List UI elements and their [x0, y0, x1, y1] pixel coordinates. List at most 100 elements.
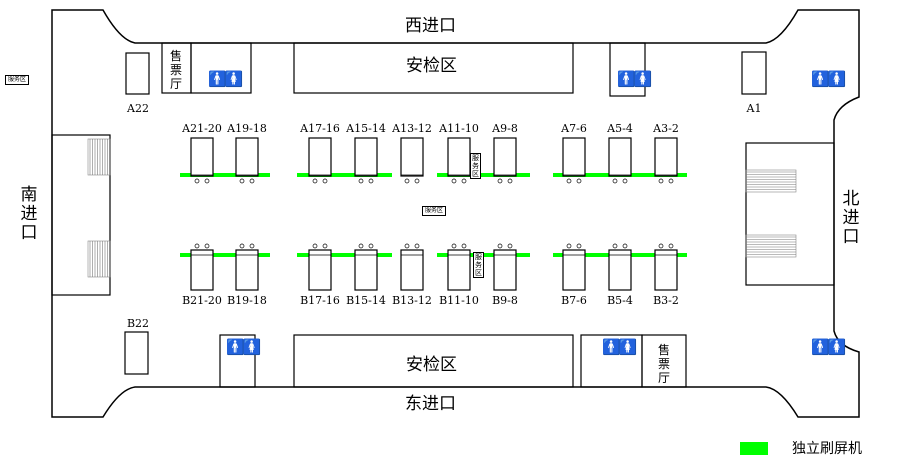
gate-label-bottom: B15-14 — [346, 294, 386, 307]
gate-bottom-box — [654, 249, 678, 291]
escalator-north-upper — [745, 169, 797, 193]
service-box-upper: 服务区 — [470, 153, 481, 179]
gate-bottom-box — [400, 249, 424, 291]
gate-turnstile — [576, 178, 582, 184]
gate-b22-box — [124, 331, 149, 375]
gate-turnstile — [312, 243, 318, 249]
restroom-bottom-left-box — [219, 334, 256, 388]
gate-turnstile — [239, 243, 245, 249]
gate-turnstile — [368, 178, 374, 184]
south-concourse — [51, 134, 111, 296]
gate-top-box — [654, 137, 678, 177]
gate-turnstile — [622, 243, 628, 249]
gate-turnstile — [322, 243, 328, 249]
escalator-north-lower — [745, 234, 797, 258]
gate-label-top: A21-20 — [182, 122, 222, 135]
gate-bottom-box — [447, 249, 471, 291]
west-entrance-label: 西进口 — [405, 16, 456, 36]
security-area-bottom — [293, 334, 574, 388]
gate-turnstile — [507, 243, 513, 249]
east-entrance-label: 东进口 — [405, 394, 456, 414]
legend-label: 独立刷屏机 — [792, 441, 862, 457]
gate-turnstile — [612, 243, 618, 249]
escalator-south-lower — [87, 240, 111, 278]
escalator-south-upper — [87, 138, 111, 176]
gate-label-top: A11-10 — [439, 122, 479, 135]
escalators — [87, 138, 797, 278]
gate-top-box — [493, 137, 517, 177]
security-area-label-top: 安检区 — [406, 56, 457, 76]
gate-label-top: A9-8 — [492, 122, 518, 135]
gate-label-top: A17-16 — [300, 122, 340, 135]
gate-turnstile — [461, 243, 467, 249]
north-concourse — [745, 142, 835, 286]
gate-bottom-box — [608, 249, 632, 291]
gate-turnstile — [204, 243, 210, 249]
gate-label-top: A5-4 — [607, 122, 633, 135]
gate-bottom-box — [493, 249, 517, 291]
gate-label-bottom: B13-12 — [392, 294, 432, 307]
gate-turnstile — [668, 243, 674, 249]
gate-turnstile — [612, 178, 618, 184]
gate-turnstile — [249, 178, 255, 184]
ticket-office-label-bottom: 售票厅 — [657, 343, 670, 385]
restroom-icon: 🚹🚺 — [208, 70, 243, 88]
gate-turnstile — [658, 243, 664, 249]
gate-turnstile — [658, 178, 664, 184]
gate-top-box — [308, 137, 332, 177]
boarding-gates-bottom — [180, 243, 687, 291]
restroom-icon: 🚹🚺 — [226, 338, 261, 356]
gate-turnstile — [507, 178, 513, 184]
gate-label-top: A19-18 — [227, 122, 267, 135]
gate-bottom-box — [354, 249, 378, 291]
gate-turnstile — [358, 178, 364, 184]
gate-label-bottom: B9-8 — [492, 294, 518, 307]
restroom-icon: 🚹🚺 — [811, 70, 846, 88]
gate-turnstile — [497, 243, 503, 249]
gate-label-top: A13-12 — [392, 122, 432, 135]
gate-label-bottom: B19-18 — [227, 294, 267, 307]
gate-label-a1: A1 — [746, 102, 762, 115]
gate-turnstile — [497, 178, 503, 184]
gate-label-a22: A22 — [127, 102, 149, 115]
gate-top-box — [400, 137, 424, 177]
gate-label-bottom: B17-16 — [300, 294, 340, 307]
restroom-icon: 🚹🚺 — [617, 70, 652, 88]
gate-top-box — [235, 137, 259, 177]
gate-label-bottom: B7-6 — [561, 294, 587, 307]
legend-swatch — [740, 442, 768, 455]
gate-label-bottom: B3-2 — [653, 294, 679, 307]
service-area-center: 服务区 — [422, 206, 447, 216]
gate-turnstile — [239, 178, 245, 184]
gate-bottom-box — [308, 249, 332, 291]
gate-bottom-box — [190, 249, 214, 291]
gate-turnstile — [404, 178, 410, 184]
gate-turnstile — [358, 243, 364, 249]
gate-label-top: A7-6 — [561, 122, 587, 135]
gate-turnstile — [414, 178, 420, 184]
gate-turnstile — [404, 243, 410, 249]
gate-turnstile — [566, 178, 572, 184]
gate-label-bottom: B5-4 — [607, 294, 633, 307]
gate-turnstile — [322, 178, 328, 184]
gate-label-bottom: B21-20 — [182, 294, 222, 307]
gate-turnstile — [451, 178, 457, 184]
gate-turnstile — [312, 178, 318, 184]
gate-turnstile — [204, 178, 210, 184]
gate-turnstile — [414, 243, 420, 249]
gate-turnstile — [668, 178, 674, 184]
gate-top-box — [354, 137, 378, 177]
gate-label-top: A3-2 — [653, 122, 679, 135]
restroom-top-left-box — [190, 42, 252, 94]
service-box-lower: 服务区 — [473, 252, 484, 278]
restroom-icon: 🚹🚺 — [602, 338, 637, 356]
ticket-office-label-top: 售票厅 — [169, 49, 182, 91]
gate-turnstile — [622, 178, 628, 184]
service-area-left: 服务区 — [5, 75, 30, 85]
gate-label-b22: B22 — [126, 317, 150, 330]
gate-turnstile — [194, 178, 200, 184]
gate-bottom-box — [562, 249, 586, 291]
gate-top-box — [447, 137, 471, 177]
security-area-label-bottom: 安检区 — [406, 355, 457, 375]
gate-top-box — [562, 137, 586, 177]
